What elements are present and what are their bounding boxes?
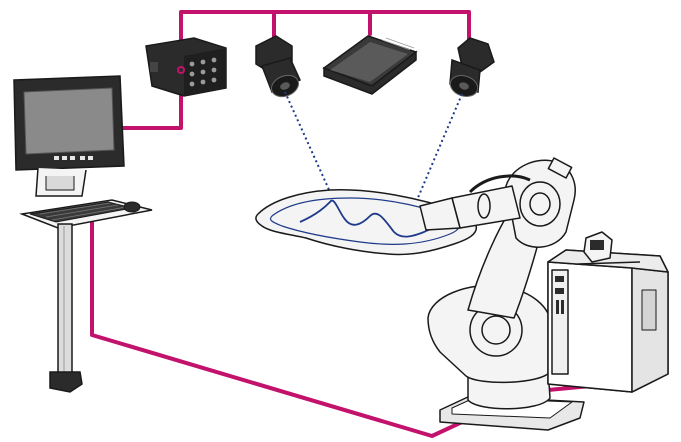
projector-lens-window [330,42,408,82]
cable-top-bus [179,10,471,60]
monitor-arm-inner [45,176,75,191]
light-projector [322,35,418,95]
camera-right [449,37,495,97]
cabinet-switches [555,276,564,314]
camera-left [255,35,301,98]
monitor-buttons [54,156,93,160]
robot-controller-cabinet [547,231,669,393]
cabinet-vent [641,289,657,331]
sight-line-right [399,93,463,241]
monitor-screen [23,87,115,155]
stand-base [49,371,83,393]
controller-box [145,37,227,97]
cable-controller-to-monitor [118,94,183,130]
robot-cable-hose [468,174,531,194]
controller-ports [189,57,217,87]
stand-pole [57,223,73,377]
seam-path [299,199,445,238]
keyboard-keys [39,202,127,221]
mouse-icon [123,201,141,213]
robot-motor [547,157,573,179]
camera-sight-lines [284,91,463,241]
workpiece-inner-edge [269,197,461,245]
controller-port-active [177,66,185,74]
operator-workstation [13,75,153,393]
robot-wrist [419,197,461,231]
sight-line-left [284,91,331,193]
cabinet-control-strip [551,269,569,375]
